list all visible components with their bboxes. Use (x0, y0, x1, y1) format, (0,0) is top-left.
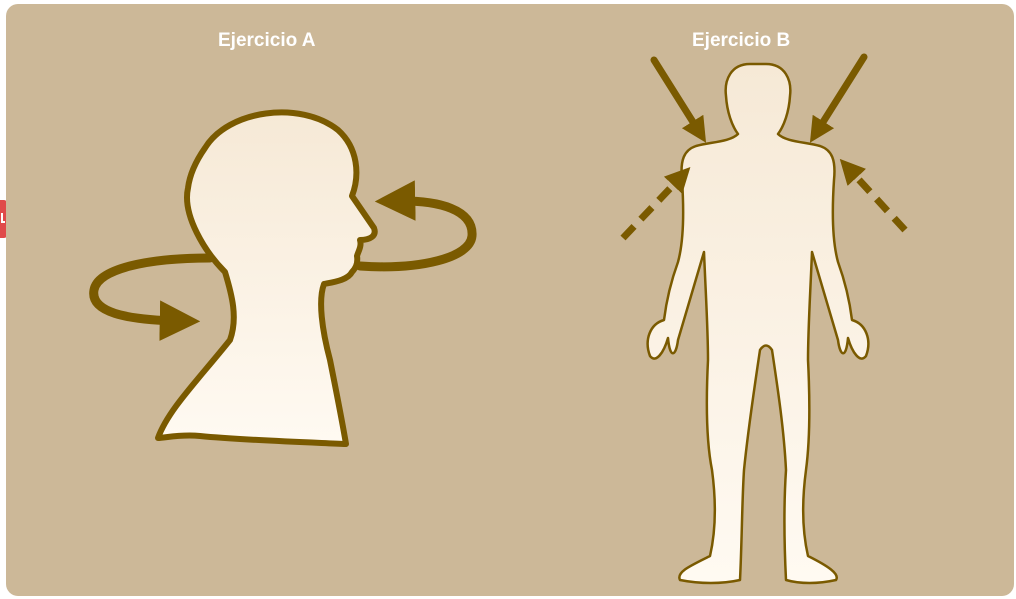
arrow-right-down (818, 57, 864, 130)
rotation-arrow-back (94, 258, 210, 321)
arrow-right-up-dashed (850, 170, 905, 230)
arrow-left-up-dashed (623, 178, 680, 238)
body-silhouette (648, 64, 869, 583)
head-silhouette (158, 112, 375, 444)
arrow-left-down (654, 60, 698, 130)
shoulder-shrug-icon (623, 57, 905, 583)
head-rotation-icon (94, 112, 472, 444)
